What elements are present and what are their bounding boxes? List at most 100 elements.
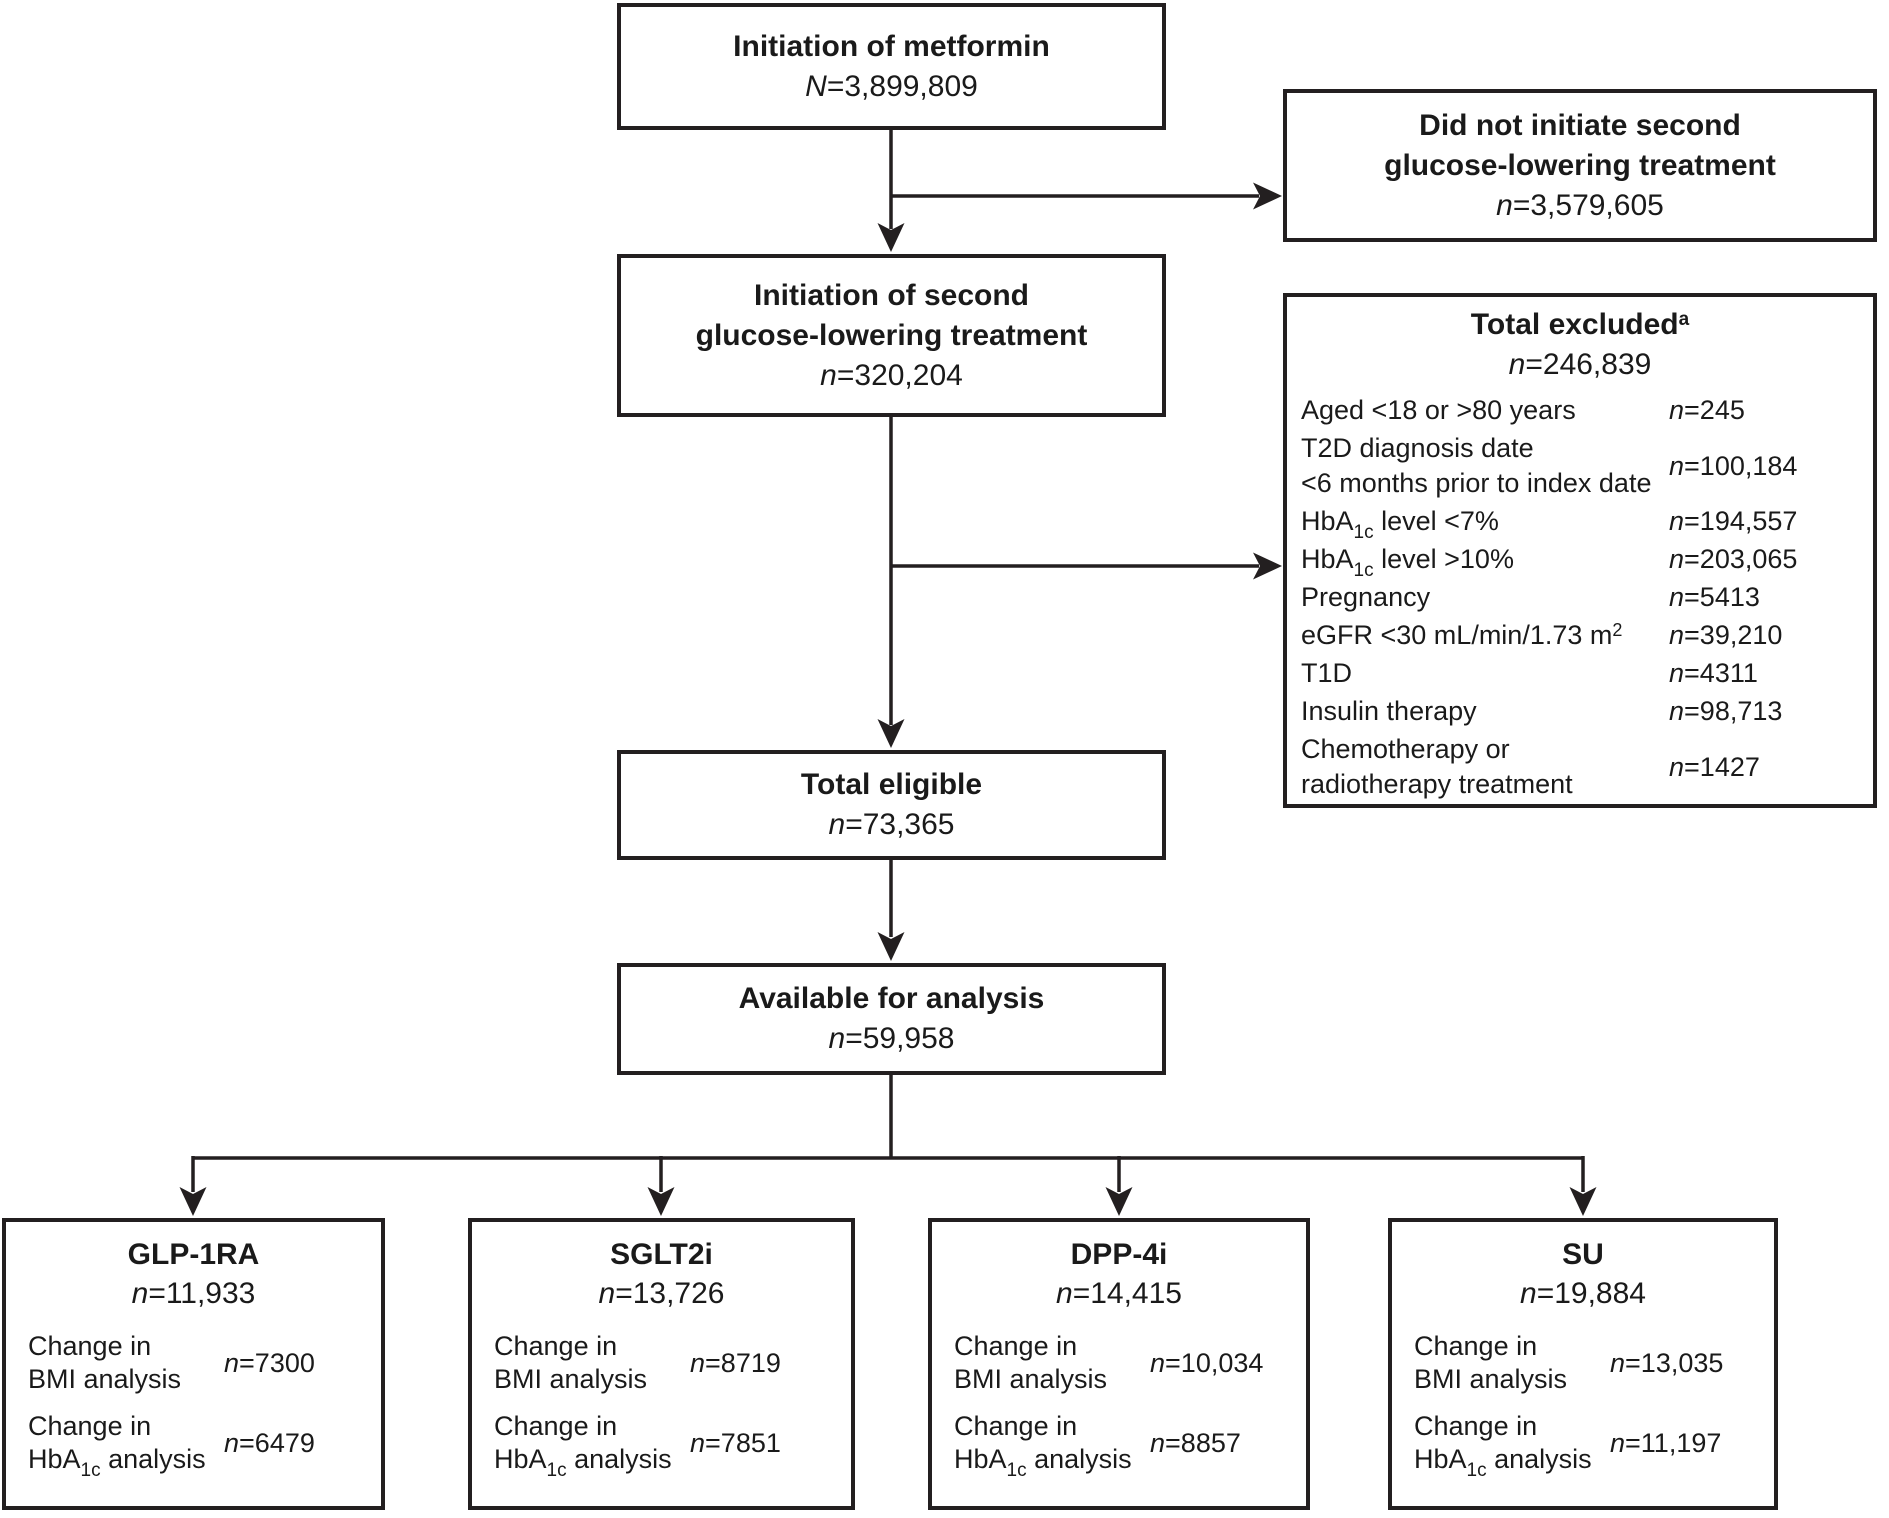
stat-label-line1: Change in [28, 1411, 152, 1441]
exclusion-row-egfr: eGFR <30 mL/min/1.73 m2 n=39,210 [1287, 618, 1873, 653]
count-value: =7300 [239, 1347, 315, 1378]
exclusion-label: T1D [1301, 658, 1353, 688]
arrowhead-right [1253, 552, 1282, 580]
stat-hba1c-analysis: Change in HbA1c analysis n=7851 [472, 1410, 851, 1481]
excluded-title-text: Total excluded [1470, 308, 1679, 341]
exclusion-label: Aged <18 or >80 years [1301, 395, 1576, 425]
box-title: Total excludeda [1287, 305, 1873, 345]
count: n=14,415 [932, 1274, 1306, 1314]
exclusion-label-post: level <7% [1373, 506, 1499, 536]
box-initiation-metformin: Initiation of metformin N=3,899,809 [617, 3, 1166, 130]
count-value: =203,065 [1684, 544, 1798, 574]
box-title: Initiation of metformin [733, 29, 1050, 63]
stat-label-line2: HbA1c analysis [494, 1444, 672, 1481]
arm-title: SU [1562, 1238, 1604, 1271]
box-title: Available for analysis [738, 982, 1045, 1015]
stat-label-line2: BMI analysis [494, 1364, 648, 1394]
exclusion-count: n=1427 [1669, 750, 1863, 785]
count-symbol: N [805, 69, 827, 103]
subscript: 1c [1353, 522, 1374, 543]
count-symbol: n [598, 1277, 616, 1310]
exclusion-label-line2: radiotherapy treatment [1301, 769, 1573, 799]
arm-title: DPP-4i [1070, 1238, 1168, 1271]
box-total-excluded: Total excludeda n=246,839 Aged <18 or >8… [1283, 293, 1877, 808]
subscript: 1c [546, 1460, 567, 1481]
count-symbol: n [1496, 188, 1513, 222]
exclusion-label-line1: T2D diagnosis date [1301, 433, 1534, 463]
stat-label-line1: Change in [1414, 1331, 1538, 1361]
exclusion-row-hba1c-high: HbA1c level >10% n=203,065 [1287, 542, 1873, 580]
exclusion-list: Aged <18 or >80 years n=245 T2D diagnosi… [1287, 393, 1873, 802]
exclusion-count: n=98,713 [1669, 694, 1863, 729]
count-value: =19,884 [1536, 1277, 1646, 1310]
count-symbol: n [828, 1022, 846, 1055]
exclusion-label: HbA [1301, 506, 1354, 536]
exclusion-count: n=194,557 [1669, 504, 1863, 539]
count: n=73,365 [829, 805, 955, 845]
subscript: 1c [1466, 1460, 1487, 1481]
count-symbol: n [1669, 582, 1685, 612]
exclusion-row-t1d: T1D n=4311 [1287, 656, 1873, 691]
count-symbol: n [820, 358, 837, 392]
arm-title: GLP-1RA [127, 1238, 260, 1271]
arrowhead-right [1253, 182, 1282, 210]
arrowhead-down [1569, 1187, 1597, 1216]
count-symbol: n [828, 808, 846, 841]
count-value: =3,579,605 [1512, 188, 1664, 222]
count-value: =39,210 [1684, 620, 1783, 650]
subscript: 1c [80, 1460, 101, 1481]
count: n=246,839 [1287, 345, 1873, 385]
count-symbol: n [1669, 658, 1685, 688]
count-value: =8857 [1165, 1427, 1241, 1458]
count-value: =194,557 [1684, 506, 1798, 536]
exclusion-row-age: Aged <18 or >80 years n=245 [1287, 393, 1873, 428]
count-symbol: n [1669, 395, 1685, 425]
exclusion-label: eGFR <30 mL/min/1.73 m [1301, 620, 1613, 650]
box-arm-sglt2i: SGLT2i n=13,726 Change in BMI analysis n… [468, 1218, 855, 1510]
exclusion-label: Insulin therapy [1301, 696, 1477, 726]
count-value: =11,197 [1625, 1427, 1722, 1458]
arrowhead-down [647, 1187, 675, 1216]
count-symbol: n [224, 1427, 240, 1458]
stat-bmi-analysis: Change in BMI analysis n=10,034 [932, 1330, 1306, 1396]
stat-count: n=11,197 [1610, 1427, 1766, 1460]
exclusion-label-line1: Chemotherapy or [1301, 734, 1510, 764]
count-value: =245 [1684, 395, 1745, 425]
box-title-line1: Did not initiate second [1419, 108, 1741, 142]
count-value: =73,365 [845, 808, 955, 841]
exclusion-row-t2d-date: T2D diagnosis date <6 months prior to in… [1287, 431, 1873, 501]
stat-label-line2: BMI analysis [28, 1364, 182, 1394]
count-symbol: n [1669, 506, 1685, 536]
count-value: =4311 [1684, 658, 1758, 688]
box-arm-glp1ra: GLP-1RA n=11,933 Change in BMI analysis … [2, 1218, 385, 1510]
count-symbol: n [131, 1277, 149, 1310]
stat-bmi-analysis: Change in BMI analysis n=8719 [472, 1330, 851, 1396]
stat-label-line2: BMI analysis [954, 1364, 1108, 1394]
stat-bmi-analysis: Change in BMI analysis n=13,035 [1392, 1330, 1774, 1396]
box-arm-su: SU n =19,884 Change in BMI analysis n=13,… [1388, 1218, 1778, 1510]
count-value: =8719 [705, 1347, 781, 1378]
exclusion-count: n=4311 [1669, 656, 1863, 691]
count-symbol: n [690, 1347, 706, 1378]
count-symbol: n [1056, 1277, 1073, 1310]
exclusion-count: n=39,210 [1669, 618, 1863, 653]
count-symbol: n [1610, 1347, 1626, 1378]
stat-hba1c-analysis: Change in HbA1c analysis n=6479 [6, 1410, 381, 1480]
count-symbol: n [1150, 1427, 1166, 1458]
exclusion-label-line2: <6 months prior to index date [1301, 468, 1652, 498]
count-value: =1427 [1684, 751, 1760, 782]
count-value: =59,958 [845, 1022, 955, 1055]
superscript: 2 [1612, 620, 1623, 640]
exclusion-row-hba1c-low: HbA1c level <7% n=194,557 [1287, 504, 1873, 542]
count-value: =14,415 [1072, 1277, 1182, 1310]
exclusion-count: n=5413 [1669, 580, 1863, 615]
count: n=3,579,605 [1496, 186, 1664, 226]
count: N=3,899,809 [805, 67, 978, 107]
stat-count: n=7851 [690, 1427, 843, 1460]
stat-label-line1: Change in [954, 1331, 1078, 1361]
box-title-line2: glucose-lowering treatment [1384, 148, 1776, 182]
arrowhead-down [877, 932, 905, 961]
stat-count: n=10,034 [1150, 1347, 1298, 1380]
count-symbol: n [1150, 1347, 1166, 1378]
